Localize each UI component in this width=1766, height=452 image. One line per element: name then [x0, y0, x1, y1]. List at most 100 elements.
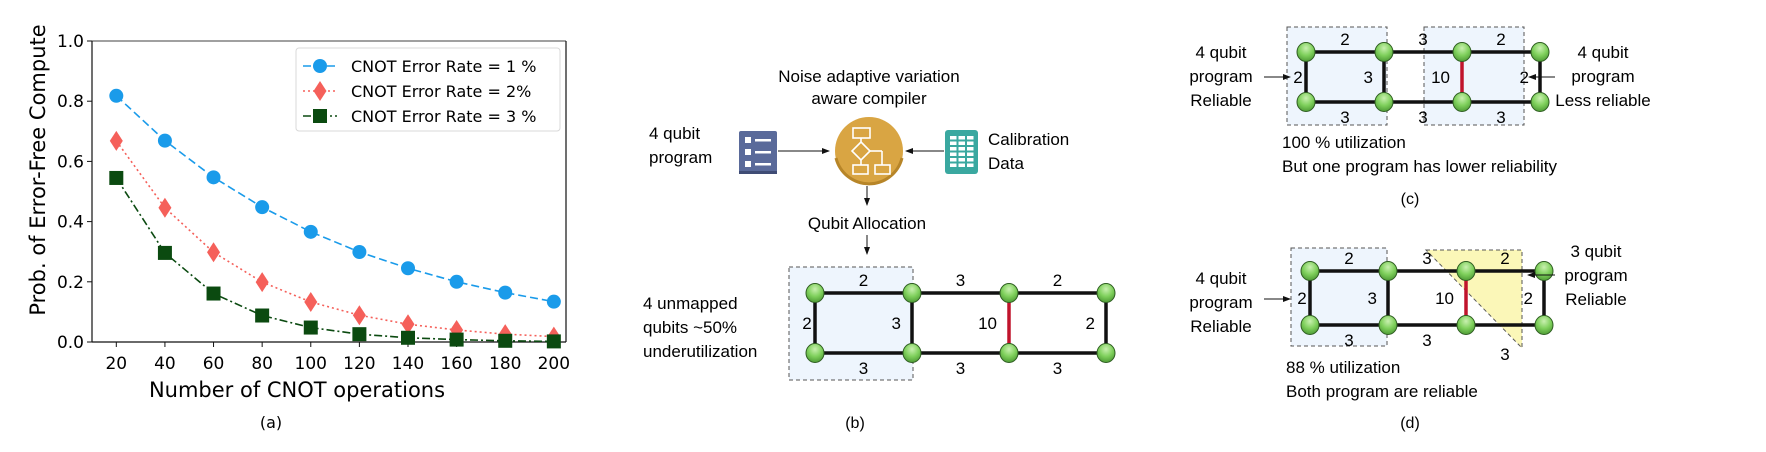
qubit-node: [1530, 92, 1550, 112]
chart-legend: CNOT Error Rate = 1 %CNOT Error Rate = 2…: [295, 47, 561, 132]
edge-weight-label: 3: [1053, 359, 1062, 378]
x-tick-label: 120: [343, 354, 375, 374]
edge-weight-label: 10: [1431, 68, 1450, 87]
data-point: [304, 291, 318, 312]
data-point: [206, 170, 221, 185]
edge-weight-label: 2: [859, 271, 868, 290]
caption-a: (a): [260, 413, 282, 432]
edge-weight-label: 2: [1293, 68, 1302, 87]
data-point: [546, 294, 561, 309]
y-tick-label: 0.0: [57, 333, 84, 353]
panel-b-compiler-diagram: Noise adaptive variation aware compiler …: [643, 67, 1116, 432]
edge-weight-label: 3: [1340, 108, 1349, 127]
data-point: [255, 308, 270, 323]
edge-weight-label: 10: [978, 314, 997, 333]
data-point: [401, 261, 415, 276]
data-point: [157, 133, 172, 148]
c-left-label-1: 4 qubit: [1195, 43, 1246, 62]
legend-label: CNOT Error Rate = 3 %: [351, 107, 536, 126]
qubit-node: [999, 343, 1019, 363]
qubit-node: [1096, 343, 1116, 363]
qubit-node: [1534, 261, 1554, 281]
data-point: [352, 245, 367, 260]
edge-weight-label: 2: [1053, 271, 1062, 290]
legend-marker: [313, 109, 327, 123]
edge-weight-label: 3: [1418, 30, 1427, 49]
qubit-node: [1456, 261, 1476, 281]
data-point: [498, 333, 513, 348]
data-point: [401, 330, 415, 345]
qubit-node: [1300, 261, 1320, 281]
edge-weight-label: 3: [1364, 68, 1373, 87]
edge-weight-label: 2: [1297, 289, 1306, 308]
series-3: [109, 170, 561, 349]
series-line: [115, 177, 554, 343]
edge-weight-label: 2: [1344, 249, 1353, 268]
data-point: [157, 245, 172, 260]
y-tick-label: 0.8: [57, 92, 84, 112]
series-2: [109, 130, 561, 347]
qubit-node: [902, 343, 922, 363]
legend-marker: [313, 59, 327, 73]
edge-weight-label: 3: [1368, 289, 1377, 308]
d-note-2: Both program are reliable: [1286, 382, 1478, 401]
qubit-node: [1452, 42, 1472, 62]
edge-weight-label: 2: [1520, 68, 1529, 87]
edge-weight-label: 10: [1435, 289, 1454, 308]
x-tick-label: 200: [538, 354, 570, 374]
qubit-node: [1374, 42, 1394, 62]
x-axis-label: Number of CNOT operations: [149, 378, 445, 402]
edge-weight-label: 2: [1086, 314, 1095, 333]
qubit-node: [1300, 315, 1320, 335]
data-point: [546, 334, 561, 349]
data-point: [498, 285, 513, 300]
data-point: [255, 200, 270, 215]
x-tick-label: 40: [154, 354, 176, 374]
edge-weight-label: 3: [859, 359, 868, 378]
data-point: [303, 320, 318, 335]
d-right-label-2: program: [1564, 266, 1627, 285]
c-note-2: But one program has lower reliability: [1282, 157, 1557, 176]
calibration-label-line1: Calibration: [988, 130, 1069, 149]
y-tick-label: 0.6: [57, 152, 84, 172]
x-tick-label: 20: [105, 354, 127, 374]
legend-marker: [313, 81, 327, 101]
unmapped-line1: 4 unmapped: [643, 294, 738, 313]
qubit-node: [1452, 92, 1472, 112]
y-axis-label: Prob. of Error-Free Compute: [26, 24, 50, 315]
y-tick-label: 0.4: [57, 213, 84, 233]
y-tick-label: 0.2: [57, 273, 84, 293]
qubit-node: [1456, 315, 1476, 335]
data-point: [449, 332, 464, 347]
unmapped-line3: underutilization: [643, 342, 757, 361]
d-right-label-1: 3 qubit: [1570, 242, 1621, 261]
series-1: [109, 88, 561, 309]
less-reliable-program-region: [1423, 26, 1525, 126]
x-tick-label: 100: [295, 354, 327, 374]
x-tick-label: 140: [392, 354, 424, 374]
caption-c: (c): [1401, 191, 1420, 208]
qubit-node: [1534, 315, 1554, 335]
c-left-label-2: program: [1189, 67, 1252, 86]
x-tick-label: 160: [440, 354, 472, 374]
data-point: [352, 327, 367, 342]
edge-weight-label: 3: [892, 314, 901, 333]
data-point: [401, 314, 415, 335]
d-left-label-2: program: [1189, 293, 1252, 312]
qubit-node: [1096, 283, 1116, 303]
caption-d: (d): [1400, 415, 1420, 432]
y-tick-label: 1.0: [57, 32, 84, 52]
x-tick-label: 180: [489, 354, 521, 374]
series-line: [115, 140, 554, 338]
data-point: [109, 130, 123, 151]
edge-weight-label: 2: [802, 314, 811, 333]
edge-weight-label: 2: [1524, 289, 1533, 308]
legend-label: CNOT Error Rate = 1 %: [351, 57, 536, 76]
data-point: [352, 305, 366, 326]
allocation-label: Qubit Allocation: [808, 214, 926, 233]
data-point: [303, 224, 318, 239]
